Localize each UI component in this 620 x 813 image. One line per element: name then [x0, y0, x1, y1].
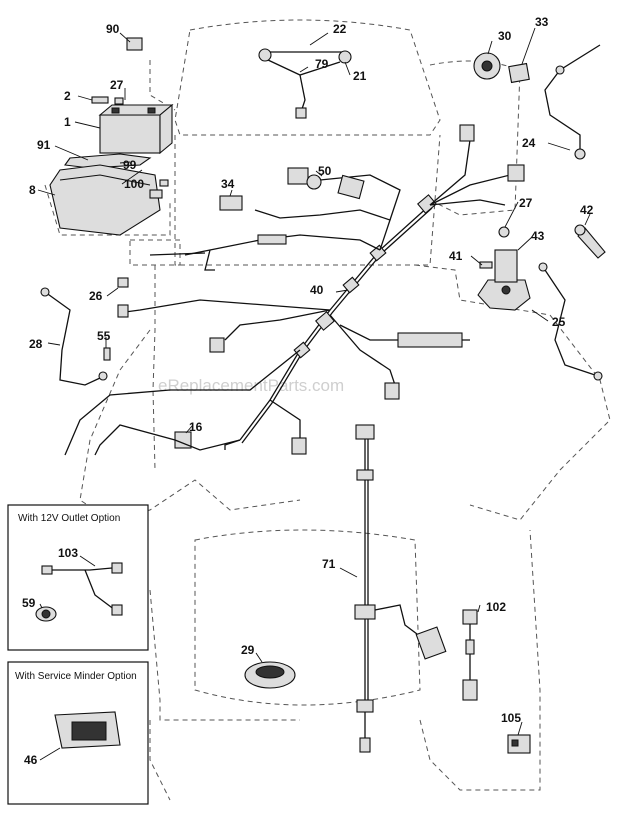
- watermark: eReplacementParts.com: [158, 376, 344, 395]
- callout-41: 41: [449, 249, 463, 263]
- callout-2: 2: [64, 89, 71, 103]
- callout-79: 79: [315, 57, 329, 71]
- callout-59: 59: [22, 596, 36, 610]
- callout-21: 21: [353, 69, 367, 83]
- callout-71: 71: [322, 557, 336, 571]
- option-box-title-12v: With 12V Outlet Option: [18, 513, 120, 524]
- part-43-solenoid: [477, 249, 531, 311]
- callout-102: 102: [486, 600, 506, 614]
- part-30-key-switch: [473, 52, 501, 80]
- callout-27: 27: [110, 78, 124, 92]
- part-90: [126, 37, 143, 51]
- callout-99: 99: [123, 158, 137, 172]
- callout-labels: 90 22 79 21 30 33 27 2 1 91 99 100 8 34 …: [22, 15, 594, 767]
- callout-29: 29: [241, 643, 255, 657]
- option-box-service-minder: With Service Minder Option: [7, 661, 149, 805]
- callout-22: 22: [333, 22, 347, 36]
- callout-91: 91: [37, 138, 51, 152]
- callout-40: 40: [310, 283, 324, 297]
- callout-50: 50: [318, 164, 332, 178]
- callout-100: 100: [124, 177, 144, 191]
- battery-group: [49, 96, 174, 236]
- part-105: [507, 734, 531, 754]
- part-41: [479, 261, 493, 269]
- callout-16: 16: [189, 420, 203, 434]
- part-26: [117, 277, 129, 288]
- callout-25: 25: [552, 315, 566, 329]
- part-25-cable: [538, 262, 603, 381]
- option-box-title-service-minder: With Service Minder Option: [15, 671, 137, 682]
- part-34: [219, 195, 243, 211]
- callout-leaders: [37, 27, 591, 761]
- callout-90: 90: [106, 22, 120, 36]
- part-42: [574, 224, 606, 259]
- main-wiring-harness: [64, 124, 525, 456]
- option-box-12v-outlet: With 12V Outlet Option: [7, 504, 149, 651]
- part-28-cable: [40, 287, 108, 386]
- harness-71: [354, 424, 447, 753]
- callout-43: 43: [531, 229, 545, 243]
- callout-34: 34: [221, 177, 235, 191]
- part-33: [508, 62, 530, 84]
- part-55: [103, 347, 111, 361]
- callout-103: 103: [58, 546, 78, 560]
- part-27b: [498, 226, 510, 238]
- dash-lead-left: [149, 252, 206, 256]
- misc-parts: [40, 37, 606, 754]
- part-29: [244, 661, 296, 689]
- callout-55: 55: [97, 329, 111, 343]
- part-50: [287, 167, 365, 200]
- callout-26: 26: [89, 289, 103, 303]
- part-102: [462, 609, 478, 701]
- part-22-79-21-lights: [258, 48, 352, 119]
- callout-28: 28: [29, 337, 43, 351]
- callout-105: 105: [501, 711, 521, 725]
- callout-33: 33: [535, 15, 549, 29]
- callout-46: 46: [24, 753, 38, 767]
- callout-24: 24: [522, 136, 536, 150]
- lower-branch: [94, 424, 241, 456]
- callout-1: 1: [64, 115, 71, 129]
- callout-27b: 27: [519, 196, 533, 210]
- part-24-cable: [544, 44, 601, 160]
- callout-8: 8: [29, 183, 36, 197]
- callout-30: 30: [498, 29, 512, 43]
- callout-42: 42: [580, 203, 594, 217]
